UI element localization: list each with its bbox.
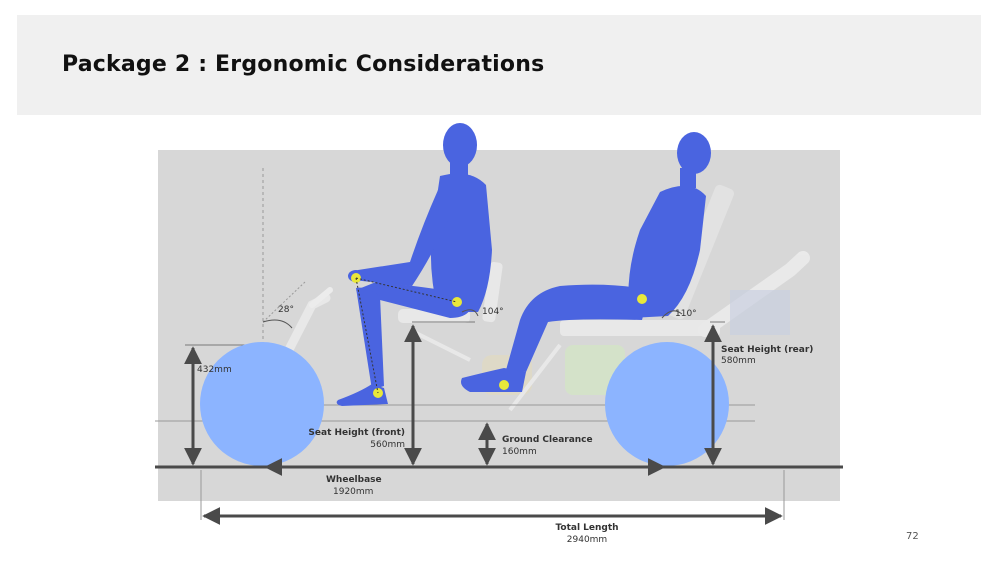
rear-rider-figure [461,132,711,392]
ground-clearance-value: 160mm [502,447,537,457]
dimension-arrows [184,324,783,525]
wheelbase-value: 1920mm [333,487,373,497]
ground-clearance-label: Ground Clearance [502,435,593,445]
wheelbase-label: Wheelbase [326,475,382,485]
joint-links [355,277,458,394]
page-number: 72 [906,531,919,542]
seat-height-rear-value: 580mm [721,356,756,366]
seat-height-front-value: 560mm [370,440,405,450]
rear-wheel [605,342,729,466]
front-wheel-height-label: 432mm [197,365,232,375]
total-length-label: Total Length [555,523,618,533]
header-band [17,15,981,115]
seat-height-front-label: Seat Height (front) [308,428,405,438]
angle-arc-handlebar [262,319,293,329]
front-wheel [200,342,324,466]
page-title: Package 2 : Ergonomic Considerations [62,52,545,77]
angle-arc-rear [661,310,683,319]
total-length-value: 2940mm [567,535,607,545]
front-rider-figure [336,123,492,406]
angle-label-rear: 110° [675,309,697,319]
angle-label-knee: 104° [482,307,504,317]
angle-label-handlebar: 28° [278,305,294,315]
seat-height-rear-label: Seat Height (rear) [721,345,813,355]
angle-arc-knee [461,309,479,317]
